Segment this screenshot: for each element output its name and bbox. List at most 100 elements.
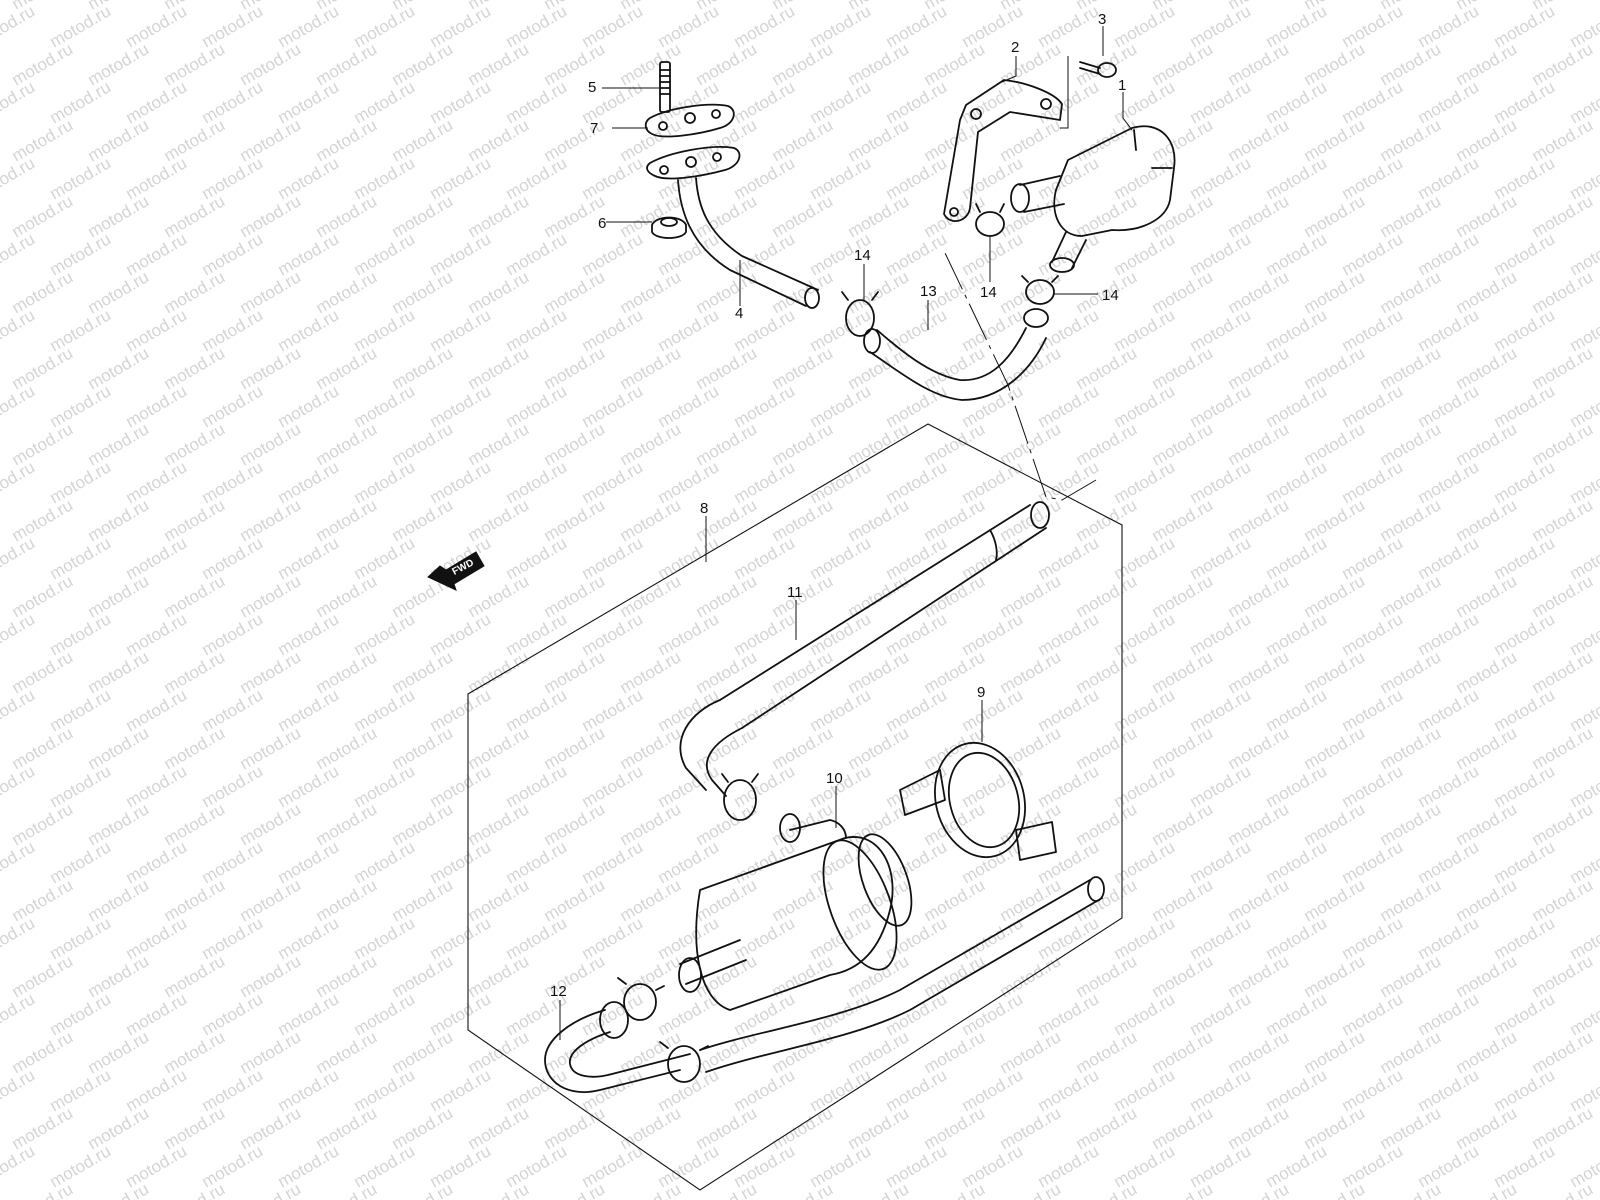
watermark-text: motod.ru	[313, 1103, 381, 1153]
watermark-text: motod.ru	[541, 39, 609, 89]
watermark-text: motod.ru	[1111, 609, 1179, 659]
watermark-text: motod.ru	[465, 343, 533, 393]
watermark-text: motod.ru	[389, 875, 457, 925]
watermark-text: motod.ru	[275, 837, 343, 887]
watermark-text: motod.ru	[1415, 1065, 1483, 1115]
watermark-text: motod.ru	[465, 419, 533, 469]
watermark-text: motod.ru	[161, 799, 229, 849]
watermark-text: motod.ru	[579, 457, 647, 507]
watermark-text: motod.ru	[1339, 77, 1407, 127]
watermark-text: motod.ru	[1415, 989, 1483, 1039]
watermark-text: motod.ru	[1491, 457, 1559, 507]
watermark-text: motod.ru	[959, 609, 1027, 659]
watermark-text: motod.ru	[883, 1065, 951, 1115]
watermark-text: motod.ru	[1301, 1103, 1369, 1153]
watermark-text: motod.ru	[883, 229, 951, 279]
watermark-text: motod.ru	[1339, 685, 1407, 735]
watermark-text: motod.ru	[807, 685, 875, 735]
watermark-text: motod.ru	[503, 837, 571, 887]
watermark-text: motod.ru	[579, 913, 647, 963]
watermark-text: motod.ru	[617, 571, 685, 621]
watermark-text: motod.ru	[1111, 837, 1179, 887]
watermark-text: motod.ru	[997, 647, 1065, 697]
watermark-text: motod.ru	[1035, 1065, 1103, 1115]
watermark-text: motod.ru	[199, 1, 267, 51]
watermark-text: motod.ru	[123, 533, 191, 583]
watermark-text: motod.ru	[1035, 1141, 1103, 1191]
fuel-hose-long	[679, 501, 1050, 797]
watermark-text: motod.ru	[503, 229, 571, 279]
watermark-text: motod.ru	[693, 723, 761, 773]
watermark-text: motod.ru	[693, 1103, 761, 1153]
watermark-text: motod.ru	[731, 381, 799, 431]
watermark-text: motod.ru	[47, 457, 115, 507]
watermark-text: motod.ru	[1453, 1179, 1521, 1200]
watermark-text: motod.ru	[1377, 115, 1445, 165]
watermark-text: motod.ru	[1453, 419, 1521, 469]
watermark-text: motod.ru	[1415, 381, 1483, 431]
watermark-text: motod.ru	[541, 495, 609, 545]
watermark-text: motod.ru	[921, 39, 989, 89]
watermark-text: motod.ru	[1111, 1, 1179, 51]
watermark-text: motod.ru	[769, 495, 837, 545]
callout-11: 11	[787, 584, 803, 601]
watermark-text: motod.ru	[1377, 39, 1445, 89]
watermark-text: motod.ru	[883, 685, 951, 735]
callout-14a: 14	[854, 247, 871, 264]
watermark-text: motod.ru	[1187, 609, 1255, 659]
watermark-text: motod.ru	[1149, 191, 1217, 241]
watermark-text: motod.ru	[427, 305, 495, 355]
watermark-text: motod.ru	[237, 571, 305, 621]
watermark-text: motod.ru	[275, 381, 343, 431]
watermark-text: motod.ru	[0, 381, 38, 431]
watermark-text: motod.ru	[85, 1179, 153, 1200]
bracket	[943, 79, 1063, 222]
watermark-text: motod.ru	[1529, 343, 1597, 393]
watermark-text: motod.ru	[161, 495, 229, 545]
watermark-text: motod.ru	[1377, 951, 1445, 1001]
watermark-text: motod.ru	[1377, 419, 1445, 469]
watermark-text: motod.ru	[0, 989, 38, 1039]
watermark-text: motod.ru	[313, 191, 381, 241]
watermark-text: motod.ru	[0, 457, 38, 507]
watermark-text: motod.ru	[1339, 1065, 1407, 1115]
watermark-text: motod.ru	[845, 1027, 913, 1077]
watermark-text: motod.ru	[313, 1027, 381, 1077]
watermark-text: motod.ru	[1529, 39, 1597, 89]
watermark-text: motod.ru	[921, 1179, 989, 1200]
watermark-text: motod.ru	[275, 989, 343, 1039]
watermark-text: motod.ru	[617, 647, 685, 697]
watermark-text: motod.ru	[1491, 837, 1559, 887]
watermark-text: motod.ru	[199, 837, 267, 887]
watermark-text: motod.ru	[199, 77, 267, 127]
watermark-text: motod.ru	[1491, 609, 1559, 659]
watermark-text: motod.ru	[161, 115, 229, 165]
watermark-text: motod.ru	[1149, 1179, 1217, 1200]
watermark-text: motod.ru	[1415, 1141, 1483, 1191]
watermark-text: motod.ru	[1339, 229, 1407, 279]
watermark-text: motod.ru	[997, 1179, 1065, 1200]
watermark-text: motod.ru	[199, 305, 267, 355]
watermark-text: motod.ru	[1339, 913, 1407, 963]
watermark-text: motod.ru	[1377, 191, 1445, 241]
watermark-text: motod.ru	[769, 1179, 837, 1200]
watermark-text: motod.ru	[161, 267, 229, 317]
watermark-text: motod.ru	[1035, 913, 1103, 963]
watermark-text: motod.ru	[1377, 647, 1445, 697]
watermark-text: motod.ru	[237, 115, 305, 165]
watermark-text: motod.ru	[959, 457, 1027, 507]
watermark-text: motod.ru	[845, 875, 913, 925]
watermark-text: motod.ru	[1491, 1, 1559, 51]
watermark-text: motod.ru	[275, 913, 343, 963]
watermark-text: motod.ru	[1073, 1179, 1141, 1200]
watermark-text: motod.ru	[1225, 39, 1293, 89]
watermark-text: motod.ru	[9, 495, 77, 545]
watermark-text: motod.ru	[1377, 343, 1445, 393]
bolt	[1079, 61, 1117, 78]
watermark-text: motod.ru	[883, 77, 951, 127]
watermark-text: motod.ru	[1073, 1103, 1141, 1153]
watermark-text: motod.ru	[503, 1141, 571, 1191]
watermark-text: motod.ru	[85, 571, 153, 621]
watermark-text: motod.ru	[47, 229, 115, 279]
watermark-text: motod.ru	[313, 951, 381, 1001]
